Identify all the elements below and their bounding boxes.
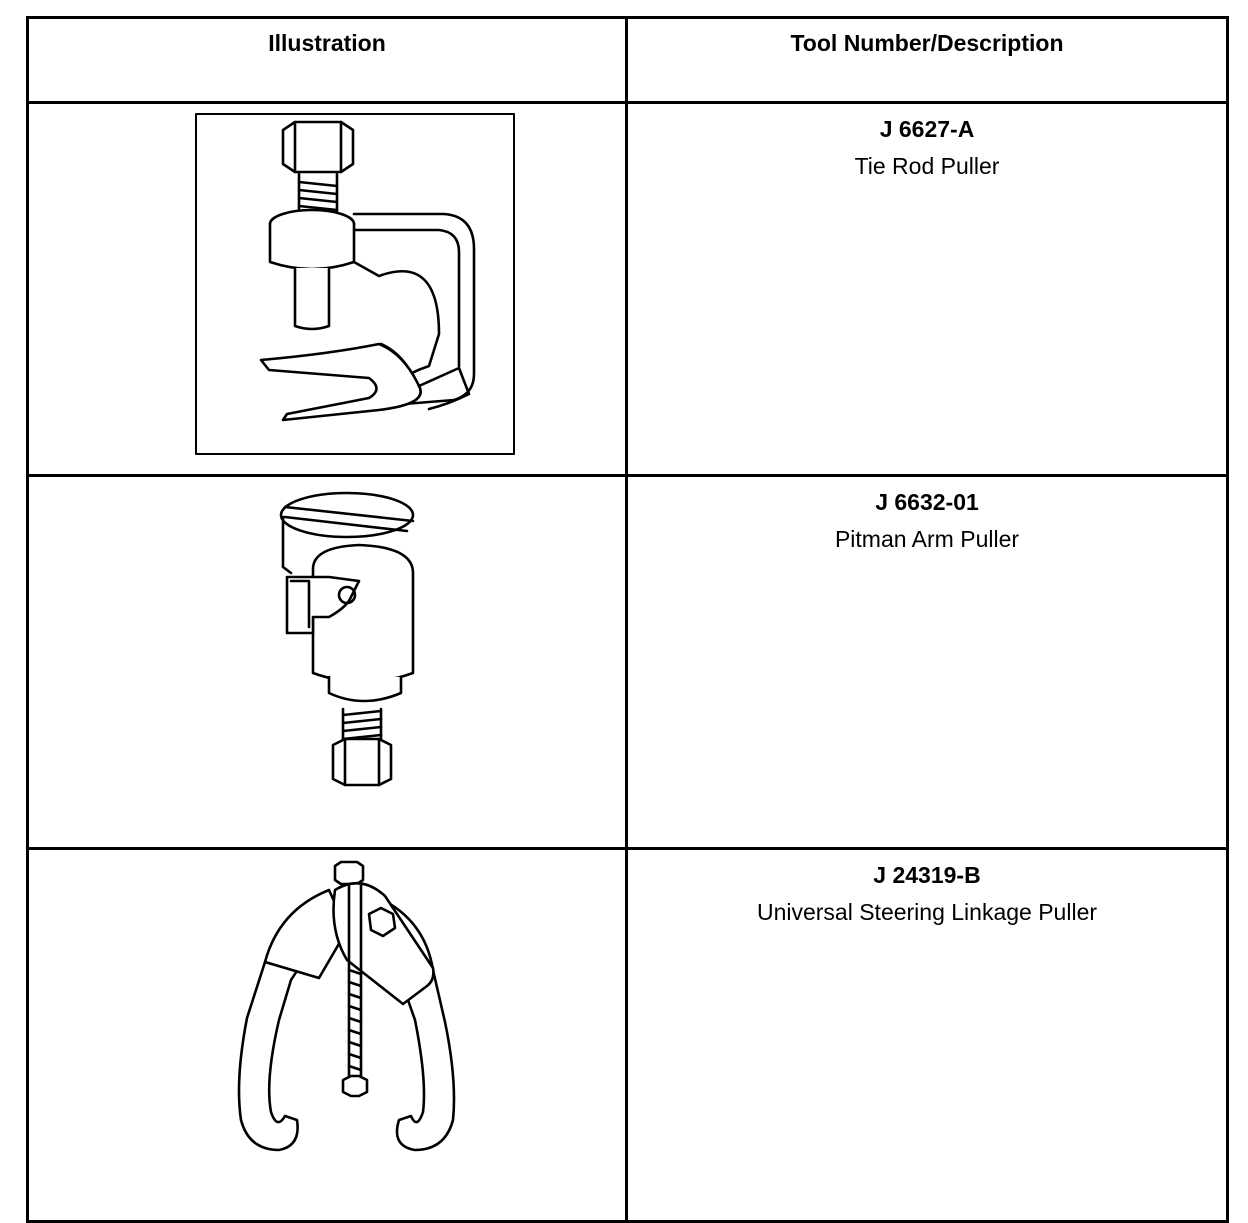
illustration-cell [26, 474, 628, 850]
table-row: J 24319-B Universal Steering Linkage Pul… [26, 847, 1229, 1223]
tool-table: Illustration Tool Number/Description [26, 16, 1229, 1223]
header-illustration: Illustration [26, 16, 628, 104]
table-header-row: Illustration Tool Number/Description [26, 16, 1229, 104]
description-cell: J 6627-A Tie Rod Puller [625, 101, 1229, 477]
description-cell: J 24319-B Universal Steering Linkage Pul… [625, 847, 1229, 1223]
description-cell: J 6632-01 Pitman Arm Puller [625, 474, 1229, 850]
tool-number: J 6627-A [879, 116, 975, 142]
illustration-cell [26, 847, 628, 1223]
steering-linkage-puller-illustration [237, 860, 456, 1152]
tool-description: Universal Steering Linkage Puller [756, 899, 1098, 925]
tool-description: Pitman Arm Puller [834, 526, 1020, 552]
tool-number: J 6632-01 [875, 489, 979, 515]
pitman-arm-puller-illustration [279, 491, 415, 787]
tool-description: Tie Rod Puller [854, 153, 1000, 179]
illustration-cell [26, 101, 628, 477]
table-row: J 6627-A Tie Rod Puller [26, 101, 1229, 477]
header-tool-number-description: Tool Number/Description [625, 16, 1229, 104]
tool-number: J 24319-B [873, 862, 981, 888]
table-row: J 6632-01 Pitman Arm Puller [26, 474, 1229, 850]
tie-rod-puller-illustration [195, 113, 515, 455]
